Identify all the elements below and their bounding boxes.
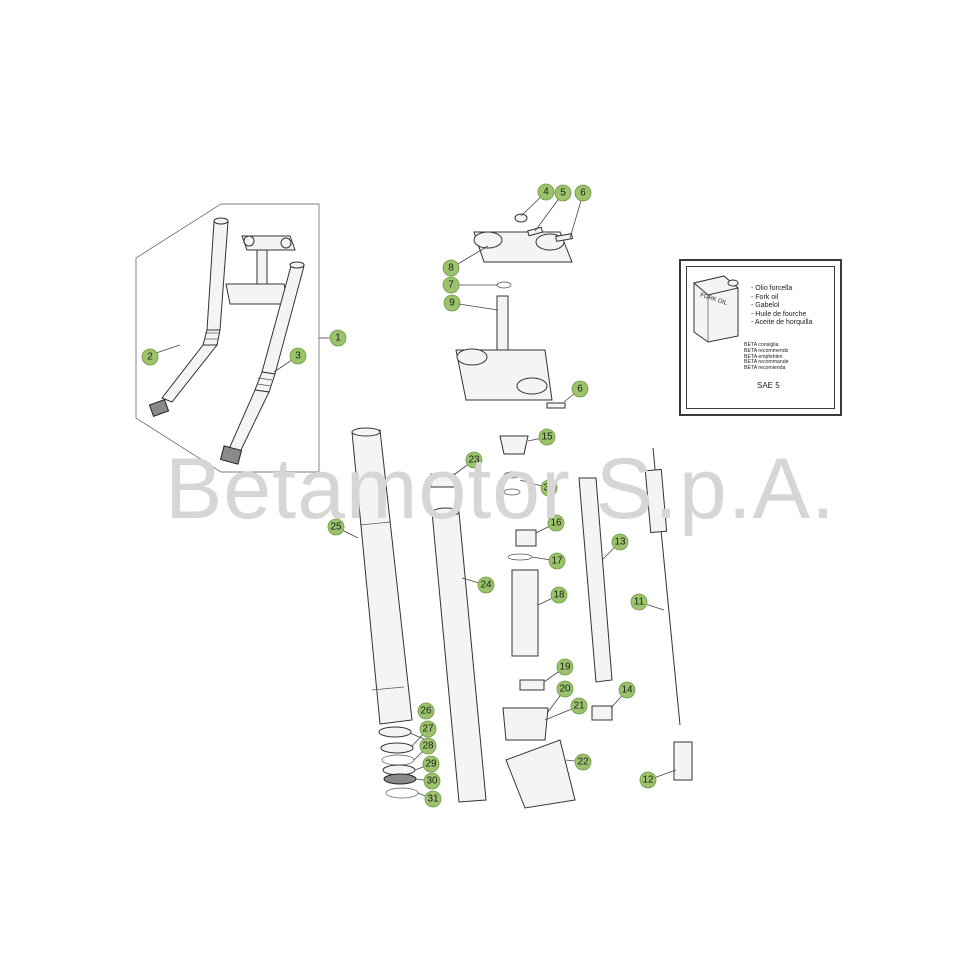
watermark: Betamotor S.p.A. (165, 441, 836, 537)
callout-26: 26 (417, 702, 435, 720)
callout-32: 32 (540, 479, 558, 497)
callout-number: 26 (420, 706, 432, 717)
outer-tube (351, 427, 413, 725)
callout-22: 22 (574, 753, 592, 771)
callout-3: 3 (289, 347, 307, 365)
callout-24: 24 (477, 576, 495, 594)
callout-25: 25 (327, 518, 345, 536)
callout-number: 12 (642, 775, 654, 786)
oil-name-es: - Aceite de horquilla (751, 319, 813, 326)
callout-number: 4 (543, 187, 549, 198)
callout-number: 20 (559, 684, 571, 695)
oil-name-de: - Gabelol (751, 302, 780, 309)
recommend-it: BETA consiglia (744, 342, 779, 348)
callout-number: 18 (553, 590, 565, 601)
rebound-rod (644, 447, 693, 781)
callout-28: 28 (419, 737, 437, 755)
callout-number: 6 (577, 384, 583, 395)
callout-number: 24 (480, 580, 492, 591)
callout-number: 9 (449, 298, 455, 309)
callout-number: 5 (560, 188, 566, 199)
steering-stem-lower-clamp (455, 295, 566, 409)
oil-name-fr: - Huile de fourche (751, 310, 807, 318)
callout-number: 2 (147, 352, 153, 363)
callout-number: 28 (422, 741, 434, 752)
recommend-en: BETA recommends (744, 347, 789, 354)
recommend-list: BETA consiglia BETA recommends BETA empf… (744, 342, 789, 372)
callout-23: 23 (465, 451, 483, 469)
callout-16: 16 (547, 514, 565, 532)
callout-number: 22 (577, 757, 589, 768)
inner-tube (431, 507, 487, 803)
callout-number: 17 (551, 556, 563, 567)
callout-number: 21 (573, 701, 585, 712)
callout-number: 19 (559, 662, 571, 673)
callout-number: 32 (543, 483, 555, 494)
callout-29: 29 (422, 755, 440, 773)
callout-15: 15 (538, 428, 556, 446)
callout-8: 8 (442, 259, 460, 277)
o-ring (496, 281, 512, 289)
callout-number: 8 (448, 263, 454, 274)
callout-13: 13 (611, 533, 629, 551)
oil-name-list: - Olio forcella - Fork oil - Gabelol - H… (751, 285, 812, 328)
callout-19: 19 (556, 658, 574, 676)
callout-30: 30 (423, 772, 441, 790)
callout-9: 9 (443, 294, 461, 312)
callout-number: 16 (550, 518, 562, 529)
triple-clamp-assembly (225, 235, 296, 305)
callout-5: 5 (554, 184, 572, 202)
callout-27: 27 (419, 720, 437, 738)
callout-number: 13 (614, 537, 626, 548)
callout-number: 11 (634, 597, 645, 608)
callout-4: 4 (537, 183, 555, 201)
callout-number: 14 (621, 685, 633, 696)
callout-7: 7 (442, 276, 460, 294)
fork-leg-left-assembly (148, 217, 229, 418)
callout-20: 20 (556, 680, 574, 698)
callout-number: 6 (580, 188, 586, 199)
oil-name-it: - Olio forcella (751, 285, 793, 292)
oil-name-en: - Fork oil (751, 293, 779, 301)
fork-oil-info-box: - Olio forcella - Fork oil - Gabelol - H… (679, 259, 842, 416)
recommend-fr: BETA recommande (744, 359, 789, 366)
callout-11: 11 (630, 593, 648, 611)
recommend-es: BETA recomienda (744, 365, 786, 372)
callout-6-top: 6 (574, 184, 592, 202)
assembly-outline (135, 203, 320, 473)
oil-grade: SAE 5 (757, 381, 780, 390)
cartridge-tube (578, 477, 613, 683)
recommend-de: BETA empfehlen (744, 353, 783, 360)
callout-number: 3 (295, 351, 301, 362)
cartridge-components (430, 435, 576, 809)
callout-number: 15 (541, 432, 553, 443)
stopper (591, 705, 613, 721)
callout-1: 1 (329, 329, 347, 347)
callout-number: 30 (426, 776, 438, 787)
callout-21: 21 (570, 697, 588, 715)
fork-leg-right-assembly (219, 261, 305, 465)
callout-31: 31 (424, 790, 442, 808)
callout-14: 14 (618, 681, 636, 699)
callout-17: 17 (548, 552, 566, 570)
callout-number: 27 (422, 724, 434, 735)
callout-6-bottom: 6 (571, 380, 589, 398)
callout-number: 7 (448, 280, 454, 291)
callout-number: 1 (335, 333, 341, 344)
fork-oil-info-inner: - Olio forcella - Fork oil - Gabelol - H… (686, 266, 835, 409)
upper-triple-clamp (473, 213, 573, 263)
callout-2: 2 (141, 348, 159, 366)
seal-rings-stack (378, 726, 419, 799)
oil-can-icon: FORK OIL (692, 275, 740, 343)
callout-number: 25 (330, 522, 342, 533)
callout-18: 18 (550, 586, 568, 604)
callout-number: 29 (425, 759, 437, 770)
callout-12: 12 (639, 771, 657, 789)
callout-number: 23 (468, 455, 480, 466)
callout-number: 31 (427, 794, 439, 805)
